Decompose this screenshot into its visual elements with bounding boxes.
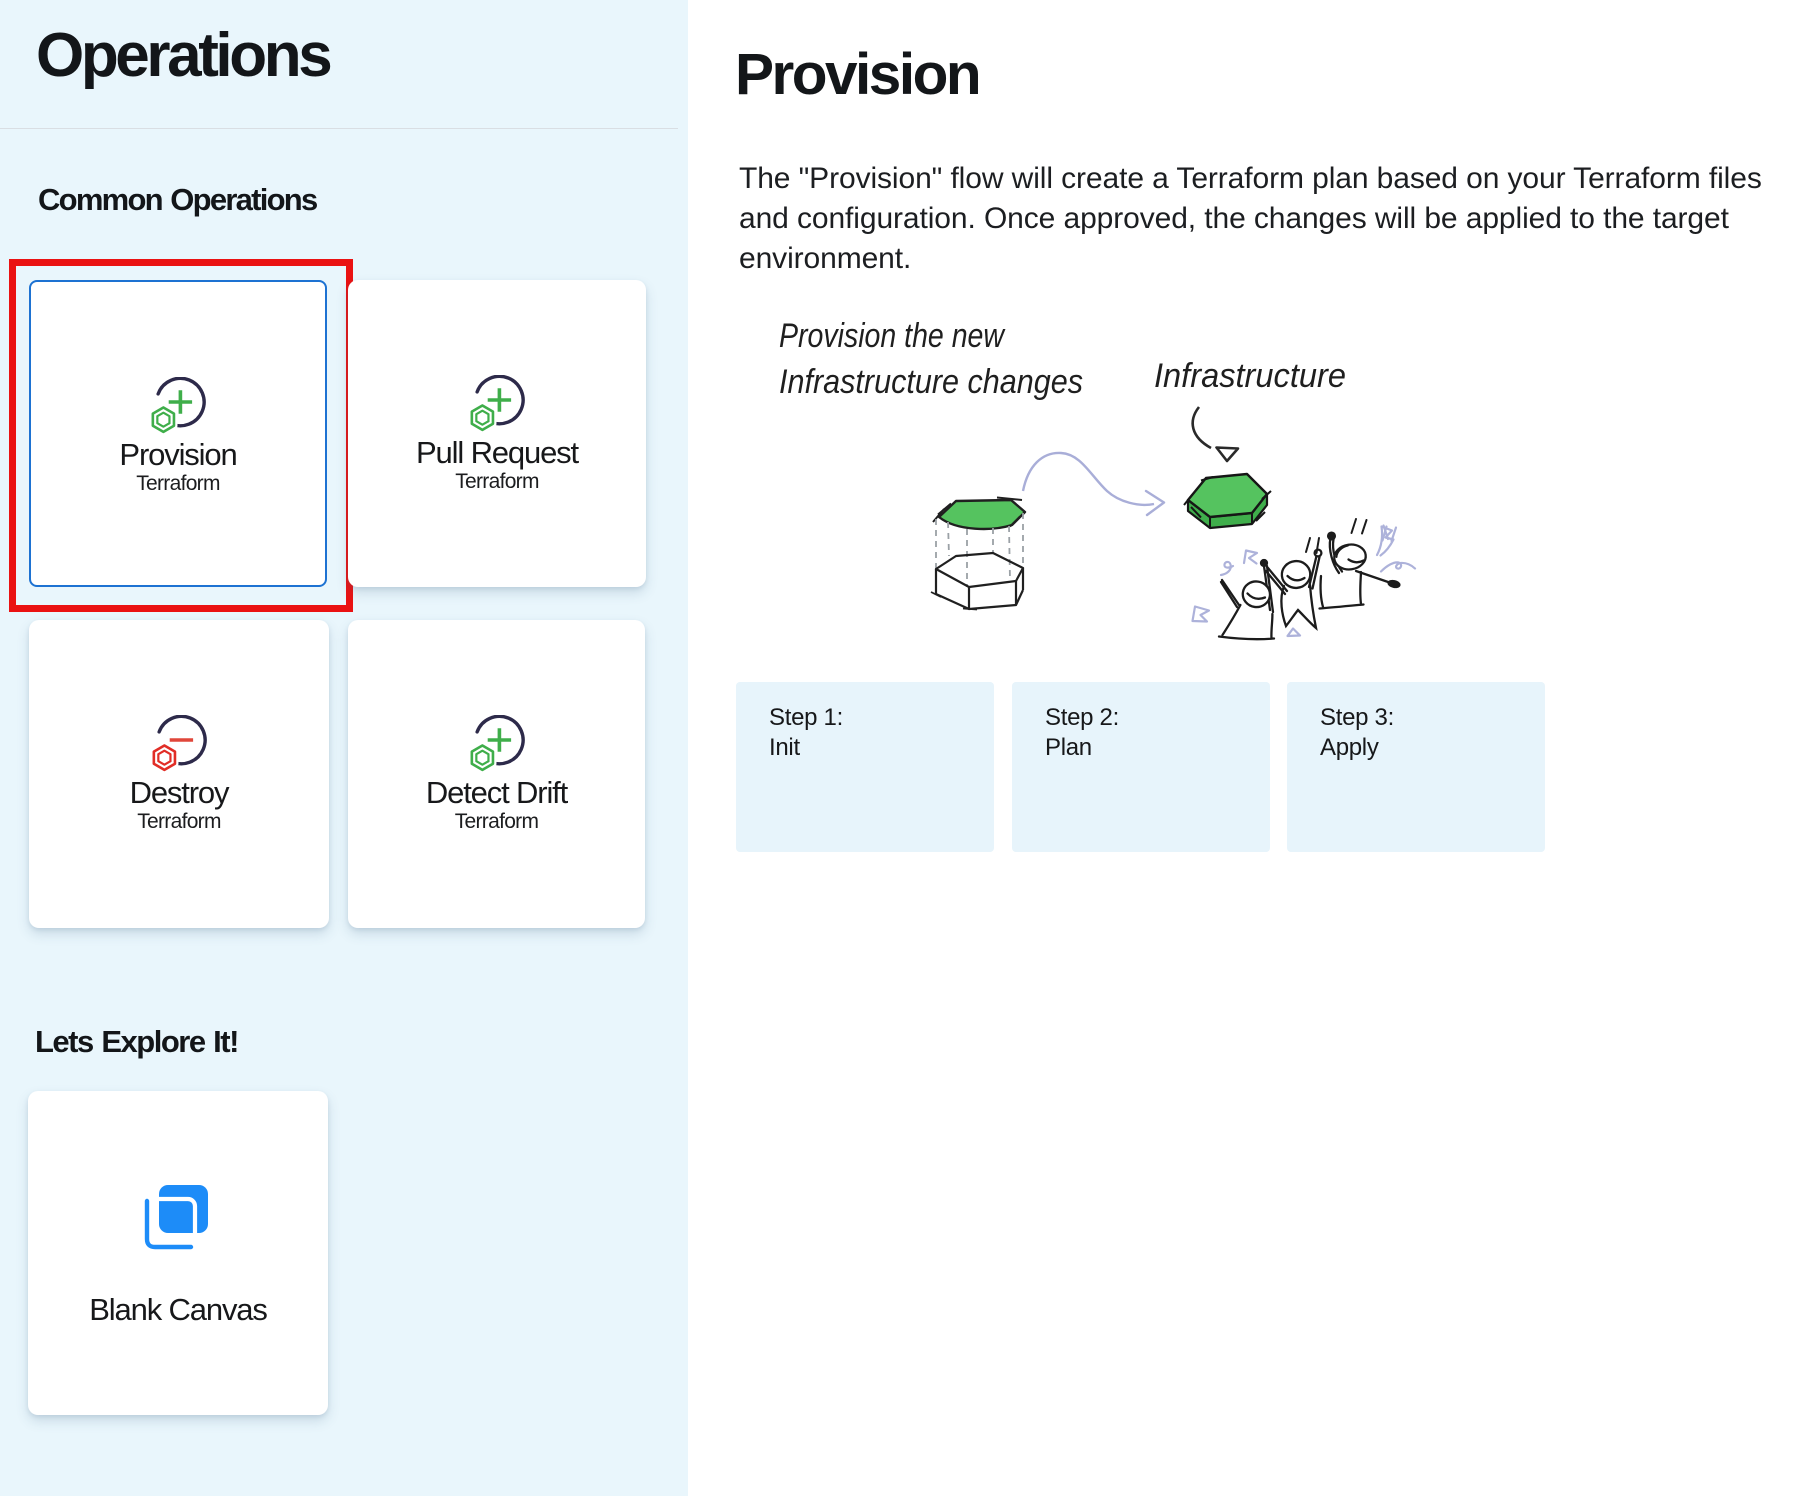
svg-text:Infrastructure: Infrastructure — [1154, 357, 1346, 395]
svg-text:Provision the new: Provision the new — [779, 317, 1006, 355]
svg-text:Infrastructure changes: Infrastructure changes — [779, 363, 1083, 401]
